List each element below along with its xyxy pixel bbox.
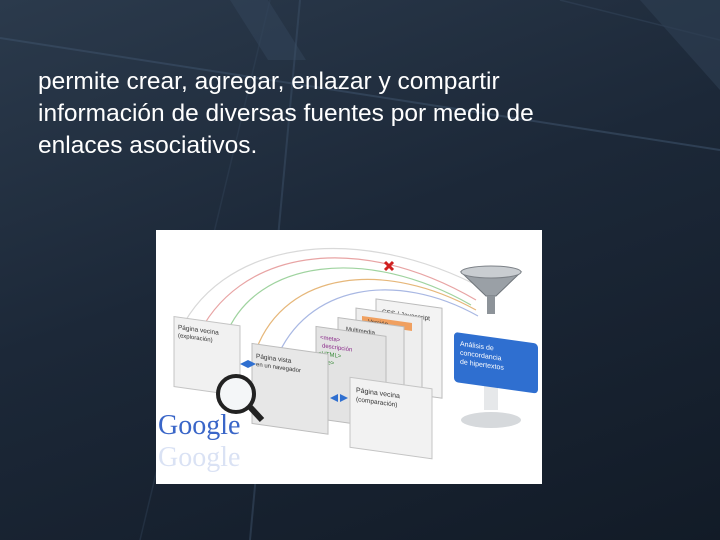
google-logo-reflection: Google: [158, 442, 240, 473]
label-html: <HTML>: [318, 351, 342, 360]
hypertext-diagram-image: CSS / Javascript Versión Multimedia <met…: [156, 230, 542, 484]
label-pagina-vecina-1b: (exploración): [178, 333, 213, 344]
red-x-icon: [383, 260, 395, 272]
label-pagina-vista-1: Página vista: [256, 353, 292, 365]
google-logo: Google: [158, 410, 240, 441]
funnel-icon: [459, 265, 523, 428]
slide-body-text: permite crear, agregar, enlazar y compar…: [38, 66, 678, 162]
double-arrow-icon: [240, 360, 348, 402]
text-line-3: enlaces asociativos.: [38, 132, 258, 159]
text-line-2: información de diversas fuentes por medi…: [38, 100, 534, 127]
magnifier-icon: [216, 374, 265, 423]
label-analisis-1: Análisis de: [460, 341, 494, 353]
label-descr: descripción: [322, 343, 352, 353]
label-multimedia: Multimedia: [346, 327, 376, 337]
label-meta: <meta>: [320, 335, 341, 344]
text-line-1: permite crear, agregar, enlazar y compar…: [38, 68, 500, 95]
